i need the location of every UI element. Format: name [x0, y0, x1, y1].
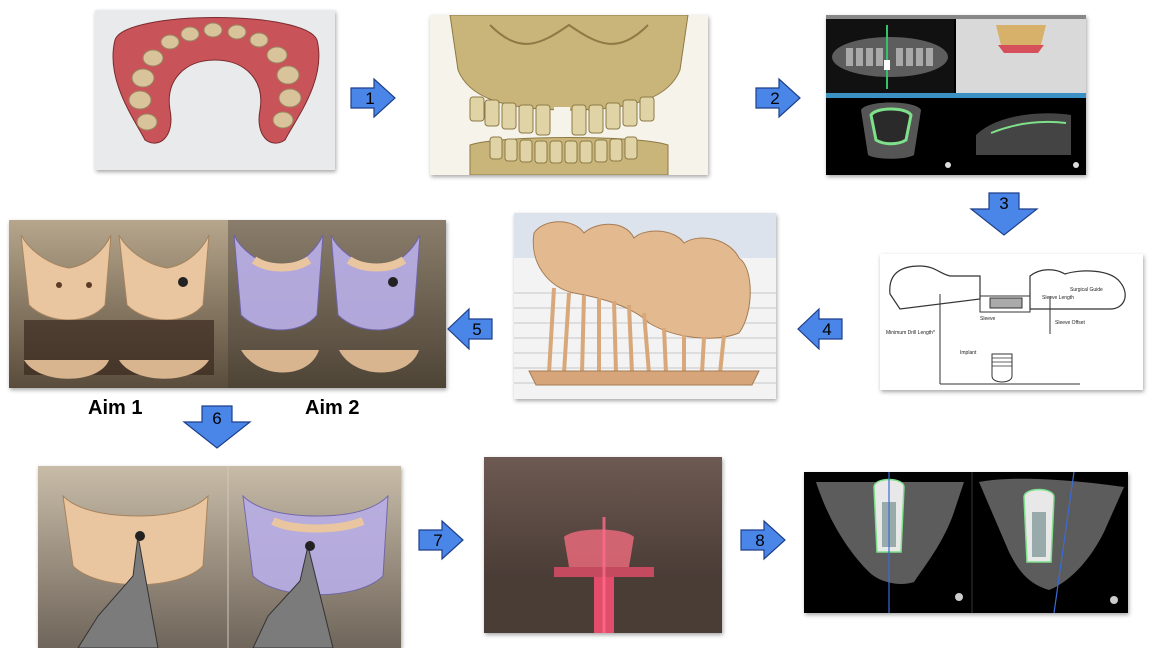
- guides-with-drill-key-image: [38, 466, 401, 648]
- aim-2-label: Aim 2: [305, 397, 359, 420]
- step-8-arrow: 8: [740, 520, 786, 560]
- sleeve-offset-text: Sleeve Offset: [1055, 320, 1086, 326]
- step-1-number: 1: [365, 89, 374, 108]
- step-4-arrow: 4: [797, 308, 843, 350]
- step-3-arrow: 3: [970, 192, 1038, 236]
- implant-text: Implant: [960, 350, 977, 356]
- intraoral-scan-image: [95, 10, 335, 170]
- postoperative-ct-image: [804, 472, 1128, 613]
- step-6-number: 6: [212, 409, 221, 428]
- step-3-number: 3: [999, 194, 1008, 213]
- step-6-arrow: 6: [183, 405, 251, 449]
- step-8-number: 8: [755, 531, 764, 550]
- step-2-number: 2: [770, 89, 779, 108]
- surgical-guide-text: Surgical Guide: [1070, 287, 1103, 293]
- cbct-skull-image: [430, 15, 708, 175]
- guided-drilling-setup-image: [484, 457, 722, 633]
- aim-1-label: Aim 1: [88, 397, 142, 420]
- step-4-number: 4: [822, 320, 831, 339]
- step-5-arrow: 5: [447, 308, 493, 350]
- sleeve-length-text: Sleeve Length: [1042, 295, 1074, 301]
- surgical-guide-diagram: Surgical Guide Sleeve Length Sleeve Slee…: [880, 254, 1143, 390]
- step-7-number: 7: [433, 531, 442, 550]
- printed-guides-image: [9, 220, 446, 388]
- step-5-number: 5: [472, 320, 481, 339]
- implant-planning-software-image: [826, 15, 1086, 175]
- sleeve-text: Sleeve: [980, 316, 996, 322]
- step-7-arrow: 7: [418, 520, 464, 560]
- 3d-print-preparation-image: [514, 213, 776, 399]
- minimum-drill-length-text: Minimum Drill Length*: [886, 330, 935, 336]
- step-1-arrow: 1: [350, 78, 396, 118]
- step-2-arrow: 2: [755, 78, 801, 118]
